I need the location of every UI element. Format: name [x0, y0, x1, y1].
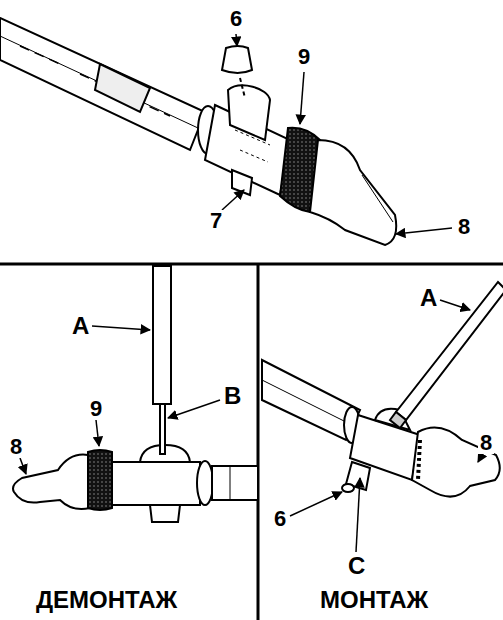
rack-tube-top: [0, 18, 205, 150]
steering-gear-housing-removal: [197, 461, 213, 505]
boot-8-install: [412, 428, 500, 497]
tool-letter: B: [222, 384, 243, 408]
steering-gear-housing-top: [235, 130, 270, 162]
rack-tube-removal: [230, 466, 231, 500]
rack-tube-install: [262, 360, 360, 443]
callout-number: 9: [296, 46, 312, 68]
boot-8-removal: [13, 455, 90, 509]
callout-number: 8: [478, 432, 494, 454]
rack-tube-top: [95, 64, 150, 112]
leader-line: [20, 458, 26, 474]
steering-gear-housing-removal: [112, 445, 213, 522]
tool-a-removal: [153, 266, 171, 454]
steering-gear-housing-top: [198, 85, 290, 195]
tool-a-install: [390, 412, 406, 428]
callout-number: 6: [228, 8, 244, 30]
boot-8-top: [362, 175, 393, 222]
ring-9-removal: [88, 450, 112, 510]
leader-line: [222, 190, 244, 210]
tool-a-install: [396, 282, 503, 420]
ring-9-removal: [88, 450, 112, 510]
rack-tube-top: [20, 46, 170, 116]
rack-tube-removal: [212, 466, 258, 500]
boot-8-top: [310, 140, 396, 245]
cap-6-top: [222, 46, 252, 73]
tool-a-removal: [160, 404, 165, 454]
panel-caption: МОНТАЖ: [318, 588, 430, 612]
rack-tube-removal: [212, 466, 258, 500]
rack-tube-top: [0, 36, 198, 128]
leader-line: [92, 326, 150, 330]
rack-tube-install: [262, 380, 352, 425]
leader-line: [222, 34, 452, 234]
callout-number: 8: [456, 216, 472, 238]
leader-line: [96, 420, 99, 446]
leader-line: [478, 455, 482, 462]
tool-a-removal: [153, 266, 171, 404]
tool-letter: A: [418, 286, 439, 310]
part-letter: C: [346, 554, 367, 578]
cap-6-top: [222, 46, 252, 98]
steering-gear-housing-removal: [150, 505, 180, 522]
cap-6-top: [240, 78, 245, 98]
callout-number: 9: [88, 398, 104, 420]
leader-line: [236, 34, 237, 46]
plug-6-install: [342, 462, 370, 492]
leader-line: [168, 400, 220, 418]
leader-line: [396, 228, 452, 234]
panel-divider: [257, 264, 260, 620]
rack-tube-top: [0, 18, 205, 150]
boot-8-install: [418, 440, 420, 480]
plug-6-install: [342, 484, 354, 492]
leader-line: [300, 72, 304, 124]
leader-line: [290, 492, 342, 516]
panel-caption: ДЕМОНТАЖ: [34, 588, 179, 612]
boot-8-install: [412, 428, 500, 497]
steering-gear-housing-top: [228, 85, 270, 140]
leader-line: [440, 300, 470, 310]
panel-divider: [0, 264, 503, 620]
callout-number: 7: [208, 210, 224, 232]
callout-number: 8: [8, 436, 24, 458]
leader-line: [290, 300, 482, 552]
steering-gear-housing-removal: [112, 462, 200, 505]
tool-letter: A: [70, 314, 91, 338]
callout-number: 6: [272, 508, 288, 530]
tool-a-install: [390, 282, 503, 428]
leader-line: [356, 478, 360, 552]
panel-divider: [0, 263, 503, 266]
leader-line: [20, 326, 220, 474]
boot-8-top: [310, 140, 396, 245]
boot-8-removal: [13, 455, 90, 509]
